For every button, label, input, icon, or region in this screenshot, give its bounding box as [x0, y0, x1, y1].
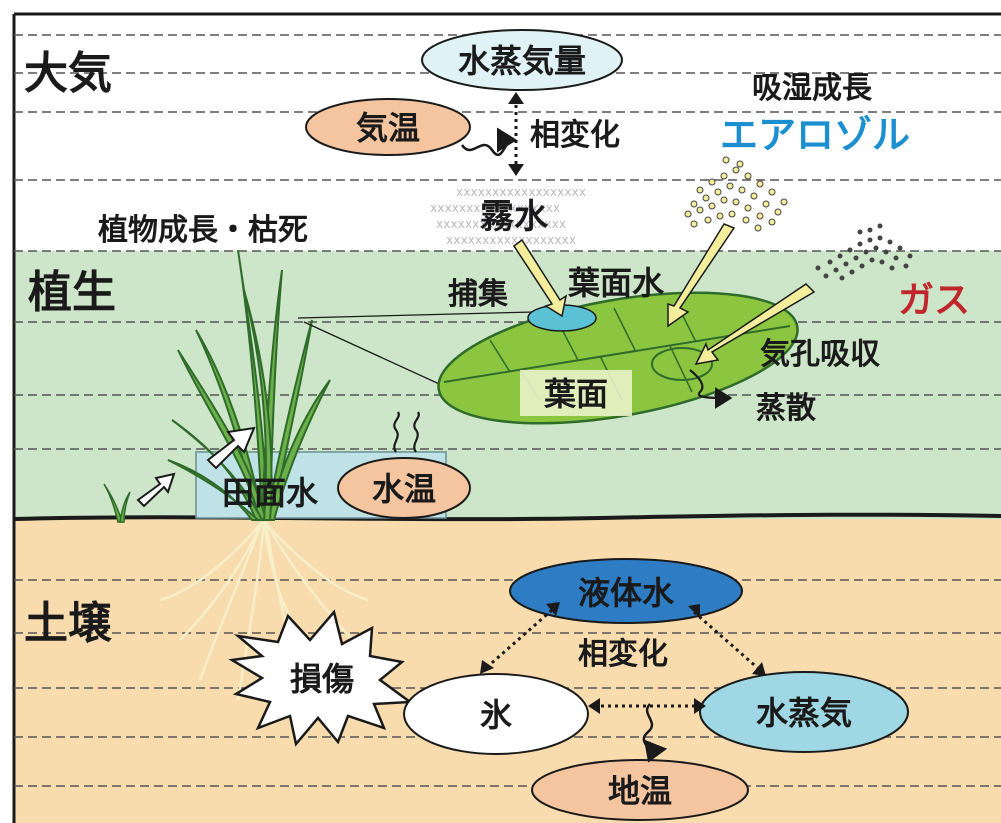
aerosol-particle-cloud — [684, 156, 788, 232]
fog-water-label: 霧水 — [480, 197, 549, 237]
fog-pattern: xxxxxxxxxxxxxxxxxx xxxxxxxxxxxxxxxxxx xx… — [430, 185, 586, 247]
svg-text:xxxxxxxxxxxxxxxxxx: xxxxxxxxxxxxxxxxxx — [446, 233, 576, 247]
leaf-surface-label-box — [520, 370, 632, 416]
stomatal-uptake-label: 気孔吸収 — [760, 337, 881, 372]
phase-change-arrowhead-down — [508, 164, 524, 176]
layer-label-atmosphere: 大気 — [24, 48, 112, 99]
plant-growth-label: 植物成長・枯死 — [98, 213, 308, 248]
gas-label: ガス — [898, 280, 970, 321]
water-temperature-ellipse — [337, 457, 471, 519]
arrowhead-liquid-ice-bottom — [480, 660, 494, 674]
fog-deposition-arrow — [512, 238, 568, 318]
soil-temperature-ellipse — [531, 759, 749, 821]
growth-arrow-small — [136, 472, 176, 508]
transpiration-arrow — [689, 369, 733, 409]
heat-wave-2 — [413, 411, 420, 453]
zoom-line-top — [297, 311, 535, 319]
arrowhead-liquid-vapor-top — [688, 604, 700, 618]
liquid-water-ellipse — [509, 558, 743, 624]
soil-phase-change-arrows — [485, 608, 761, 708]
arrowhead-ice-vapor-left — [588, 698, 600, 714]
phase-change-label-atmosphere: 相変化 — [530, 118, 620, 153]
arrowhead-liquid-ice-top — [546, 602, 560, 616]
damage-starburst — [228, 609, 414, 747]
transpiration-label: 蒸散 — [756, 391, 816, 426]
phase-change-label-soil: 相変化 — [578, 637, 668, 672]
ground-surface-line — [13, 512, 1001, 522]
zoom-line-bottom — [303, 321, 449, 389]
heat-wave-1 — [393, 411, 400, 453]
arrowhead-liquid-vapor-bottom — [752, 662, 766, 676]
svg-text:xxxxxxxxxxxxxxxxxx: xxxxxxxxxxxxxxxxxx — [436, 217, 566, 231]
aerosol-label: エアロゾル — [720, 113, 910, 157]
gas-uptake-arrow — [694, 283, 816, 366]
ice-ellipse — [403, 673, 589, 755]
arrowhead-ice-vapor-right — [694, 698, 706, 714]
stomata-circle — [651, 347, 713, 381]
air-temperature-ellipse — [305, 98, 471, 156]
aerosol-deposition-arrow — [667, 223, 736, 328]
growth-arrow-large — [206, 426, 256, 470]
capture-label: 捕集 — [448, 277, 509, 312]
seedling-plant — [103, 483, 131, 523]
water-vapor-ellipse — [699, 671, 909, 753]
layer-label-soil: 土壌 — [24, 598, 113, 649]
liquid-water-label: 液体水 — [578, 574, 675, 612]
soil-temperature-influence-arrow — [642, 703, 668, 763]
water-temperature-label: 水温 — [372, 470, 436, 508]
hygroscopic-growth-label: 吸湿成長 — [752, 71, 873, 106]
leaf-water-label: 葉面水 — [567, 264, 665, 302]
water-vapor-amount-label: 水蒸気量 — [458, 42, 586, 80]
damage-label: 損傷 — [290, 660, 354, 698]
water-vapor-label: 水蒸気 — [756, 694, 852, 732]
ice-label: 氷 — [480, 696, 513, 734]
soil-temperature-label: 地温 — [608, 772, 672, 810]
svg-text:xxxxxxxxxxxxxxxxxx: xxxxxxxxxxxxxxxxxx — [456, 185, 586, 199]
soil-band — [14, 519, 1001, 823]
air-temperature-label: 気温 — [356, 109, 420, 147]
gas-particle-cloud — [815, 223, 913, 281]
svg-text:xxxxxxxxxxxxxxxxxx: xxxxxxxxxxxxxxxxxx — [430, 201, 560, 215]
water-vapor-amount-ellipse — [421, 29, 623, 91]
layer-label-vegetation: 植生 — [28, 267, 116, 318]
paddy-water-label: 田面水 — [222, 474, 319, 512]
temperature-influence-arrow — [460, 127, 517, 157]
rice-plant — [167, 249, 331, 521]
leaf-surface-label: 葉面 — [543, 375, 608, 413]
phase-change-arrowhead-up — [508, 92, 524, 104]
